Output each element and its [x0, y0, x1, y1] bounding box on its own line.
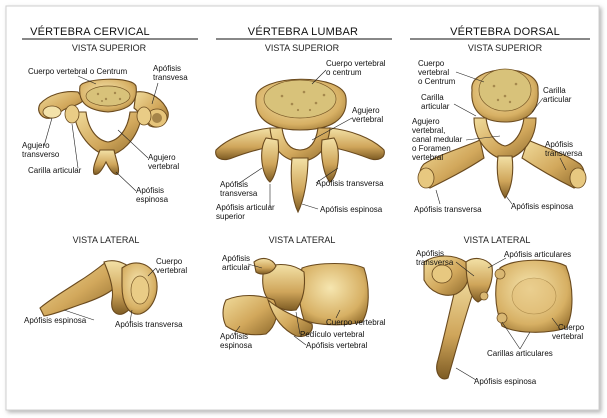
label-lumbar-lat-vertebral: Apófisis vertebral — [306, 341, 368, 350]
label-cervical-lat-transverse: Apófisis transversa — [115, 320, 183, 329]
label-cervical-vforamen-2: vertebral — [148, 162, 179, 171]
label-cervical-transverse-2: transvesa — [153, 73, 188, 82]
label-lumbar-lat-spinous-2: espinosa — [220, 341, 253, 350]
label-dorsal-lat-transverse-1: Apófisis — [416, 249, 444, 258]
label-dorsal-spinous: Apófisis espinosa — [511, 202, 574, 211]
label-dorsal-transverse-left: Apófisis transversa — [414, 205, 482, 214]
header-cervical: VÉRTEBRA CERVICAL — [30, 25, 150, 38]
label-cervical-spinous-2: espinosa — [136, 195, 169, 204]
label-cervical-body: Cuerpo vertebral o Centrum — [28, 67, 127, 76]
label-lumbar-lat-articular-1: Apófisis — [222, 254, 250, 263]
label-dorsal-body-1: Cuerpo — [418, 59, 445, 68]
label-dorsal-foramen-5: vertebral — [412, 153, 443, 162]
subtitle-lumbar-superior: VISTA SUPERIOR — [265, 43, 340, 53]
header-lumbar: VÉRTEBRA LUMBAR — [248, 25, 358, 38]
label-lumbar-spinous: Apófisis espinosa — [320, 205, 383, 214]
label-lumbar-lat-spinous-1: Apófisis — [220, 332, 248, 341]
label-dorsal-body-2: vertebral — [418, 68, 449, 77]
subtitle-dorsal-lateral: VISTA LATERAL — [464, 235, 531, 245]
label-dorsal-facet-right-2: articular — [543, 95, 572, 104]
label-dorsal-facet-right-1: Carilla — [543, 86, 566, 95]
label-cervical-lat-spinous: Apófisis espinosa — [24, 316, 87, 325]
label-dorsal-foramen-1: Agujero — [412, 117, 440, 126]
label-dorsal-lat-facets: Carillas articulares — [487, 349, 553, 358]
header-dorsal: VÉRTEBRA DORSAL — [450, 25, 560, 38]
subtitle-lumbar-lateral: VISTA LATERAL — [269, 235, 336, 245]
label-lumbar-lat-body: Cuerpo vertebral — [326, 318, 386, 327]
label-dorsal-lat-spinous: Apófisis espinosa — [474, 377, 537, 386]
label-cervical-facet: Carilla articular — [28, 166, 82, 175]
label-lumbar-lat-pedicle: Pedículo vertebral — [300, 330, 365, 339]
label-lumbar-body-2: o centrum — [326, 68, 362, 77]
label-dorsal-facet-left-2: articular — [421, 102, 450, 111]
label-lumbar-articular-2: superior — [216, 212, 245, 221]
label-cervical-spinous-1: Apófisis — [136, 186, 164, 195]
label-lumbar-vforamen-1: Agujero — [352, 106, 380, 115]
label-cervical-transverse-1: Apófisis — [153, 64, 181, 73]
label-dorsal-transverse-right-1: Apófisis — [545, 140, 573, 149]
label-dorsal-foramen-2: vertebral, — [412, 126, 445, 135]
subtitle-dorsal-superior: VISTA SUPERIOR — [468, 43, 543, 53]
label-dorsal-foramen-4: o Foramen — [412, 144, 451, 153]
label-dorsal-lat-articular: Apófisis articulares — [504, 250, 571, 259]
label-dorsal-lat-transverse-2: transversa — [416, 258, 454, 267]
label-lumbar-transverse-1: Apófisis — [220, 180, 248, 189]
label-dorsal-body-3: o Centrum — [418, 77, 456, 86]
label-lumbar-articular-1: Apófisis articular — [216, 203, 275, 212]
label-cervical-foramen-1: Agujero — [22, 141, 50, 150]
label-lumbar-vforamen-2: vertebral — [352, 115, 383, 124]
label-dorsal-lat-body-1: Cuerpo — [558, 323, 585, 332]
label-cervical-lat-body-1: Cuerpo — [156, 257, 183, 266]
label-dorsal-facet-left-1: Carilla — [421, 93, 444, 102]
subtitle-cervical-superior: VISTA SUPERIOR — [72, 43, 147, 53]
label-lumbar-lat-articular-2: articular — [222, 263, 251, 272]
subtitle-cervical-lateral: VISTA LATERAL — [73, 235, 140, 245]
label-cervical-lat-body-2: vertebral — [156, 266, 187, 275]
label-dorsal-lat-body-2: vertebral — [552, 332, 583, 341]
label-lumbar-transverse-right: Apófisis transversa — [316, 179, 384, 188]
label-cervical-vforamen-1: Agujero — [148, 153, 176, 162]
label-lumbar-transverse-2: transversa — [220, 189, 258, 198]
label-dorsal-foramen-3: canal medular — [412, 135, 463, 144]
label-dorsal-transverse-right-2: transversa — [545, 149, 583, 158]
label-lumbar-body-1: Cuerpo vertebral — [326, 59, 386, 68]
label-cervical-foramen-2: transverso — [22, 150, 60, 159]
